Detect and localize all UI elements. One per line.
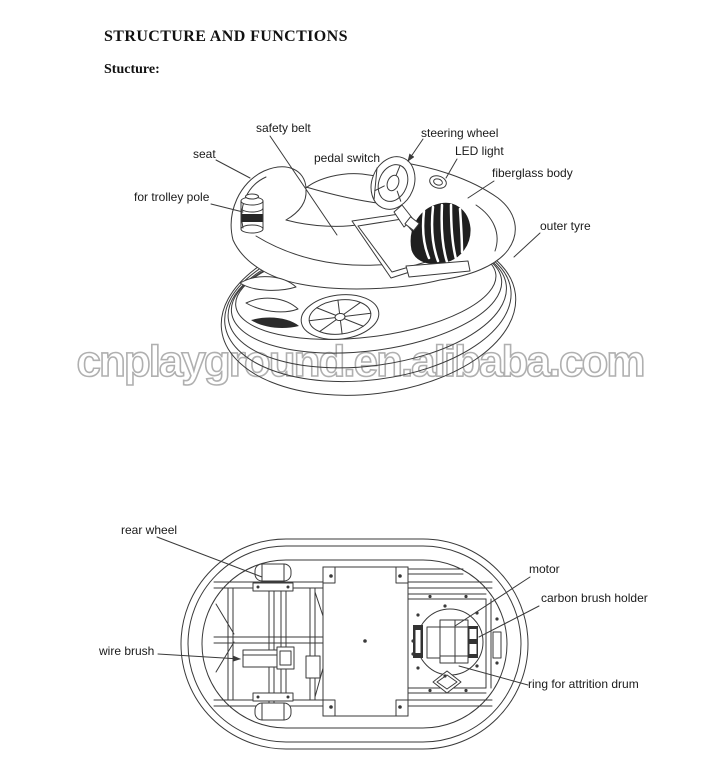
wire-brush-shape	[242, 646, 321, 679]
trolley-pole-socket	[240, 193, 264, 234]
rear-wheel-top	[252, 563, 294, 592]
label-ring-for-attrition-drum: ring for attrition drum	[528, 677, 639, 691]
carbon-brush-holder-shape	[468, 626, 502, 659]
label-motor: motor	[529, 562, 560, 576]
led-light-shape	[429, 175, 447, 189]
floor-plate	[322, 566, 409, 717]
watermark-text: cnplayground.en.alibaba.com	[76, 336, 647, 387]
motor-shape	[413, 619, 469, 664]
rear-grille	[405, 203, 471, 278]
label-led-light: LED light	[455, 144, 504, 158]
bumper-car-illustration	[220, 156, 517, 396]
chassis-illustration	[180, 538, 529, 750]
label-safety-belt: safety belt	[256, 121, 311, 135]
top-leader-lines	[210, 135, 541, 258]
label-for-trolley-pole: for trolley pole	[134, 190, 210, 204]
label-pedal-switch: pedal switch	[314, 151, 381, 165]
page-title: STRUCTURE AND FUNCTIONS	[104, 28, 348, 45]
steering-wheel-shape	[370, 156, 420, 232]
chassis-outline-rings	[180, 538, 529, 750]
front-wheel-shape	[300, 294, 380, 340]
label-carbon-brush-holder: carbon brush holder	[541, 591, 648, 605]
label-fiberglass-body: fiberglass body	[492, 166, 573, 180]
front-fascia-slots	[239, 276, 299, 328]
label-rear-wheel: rear wheel	[121, 523, 178, 537]
rear-wheel-bottom	[252, 692, 294, 721]
label-outer-tyre: outer tyre	[540, 219, 591, 233]
guide-diamond	[432, 670, 462, 694]
label-seat: seat	[193, 147, 216, 161]
label-wire-brush: wire brush	[99, 644, 155, 658]
bottom-leader-lines	[156, 536, 540, 686]
section-subtitle: Stucture:	[104, 62, 160, 77]
label-steering-wheel: steering wheel	[421, 126, 499, 140]
screw-dots	[411, 594, 499, 693]
